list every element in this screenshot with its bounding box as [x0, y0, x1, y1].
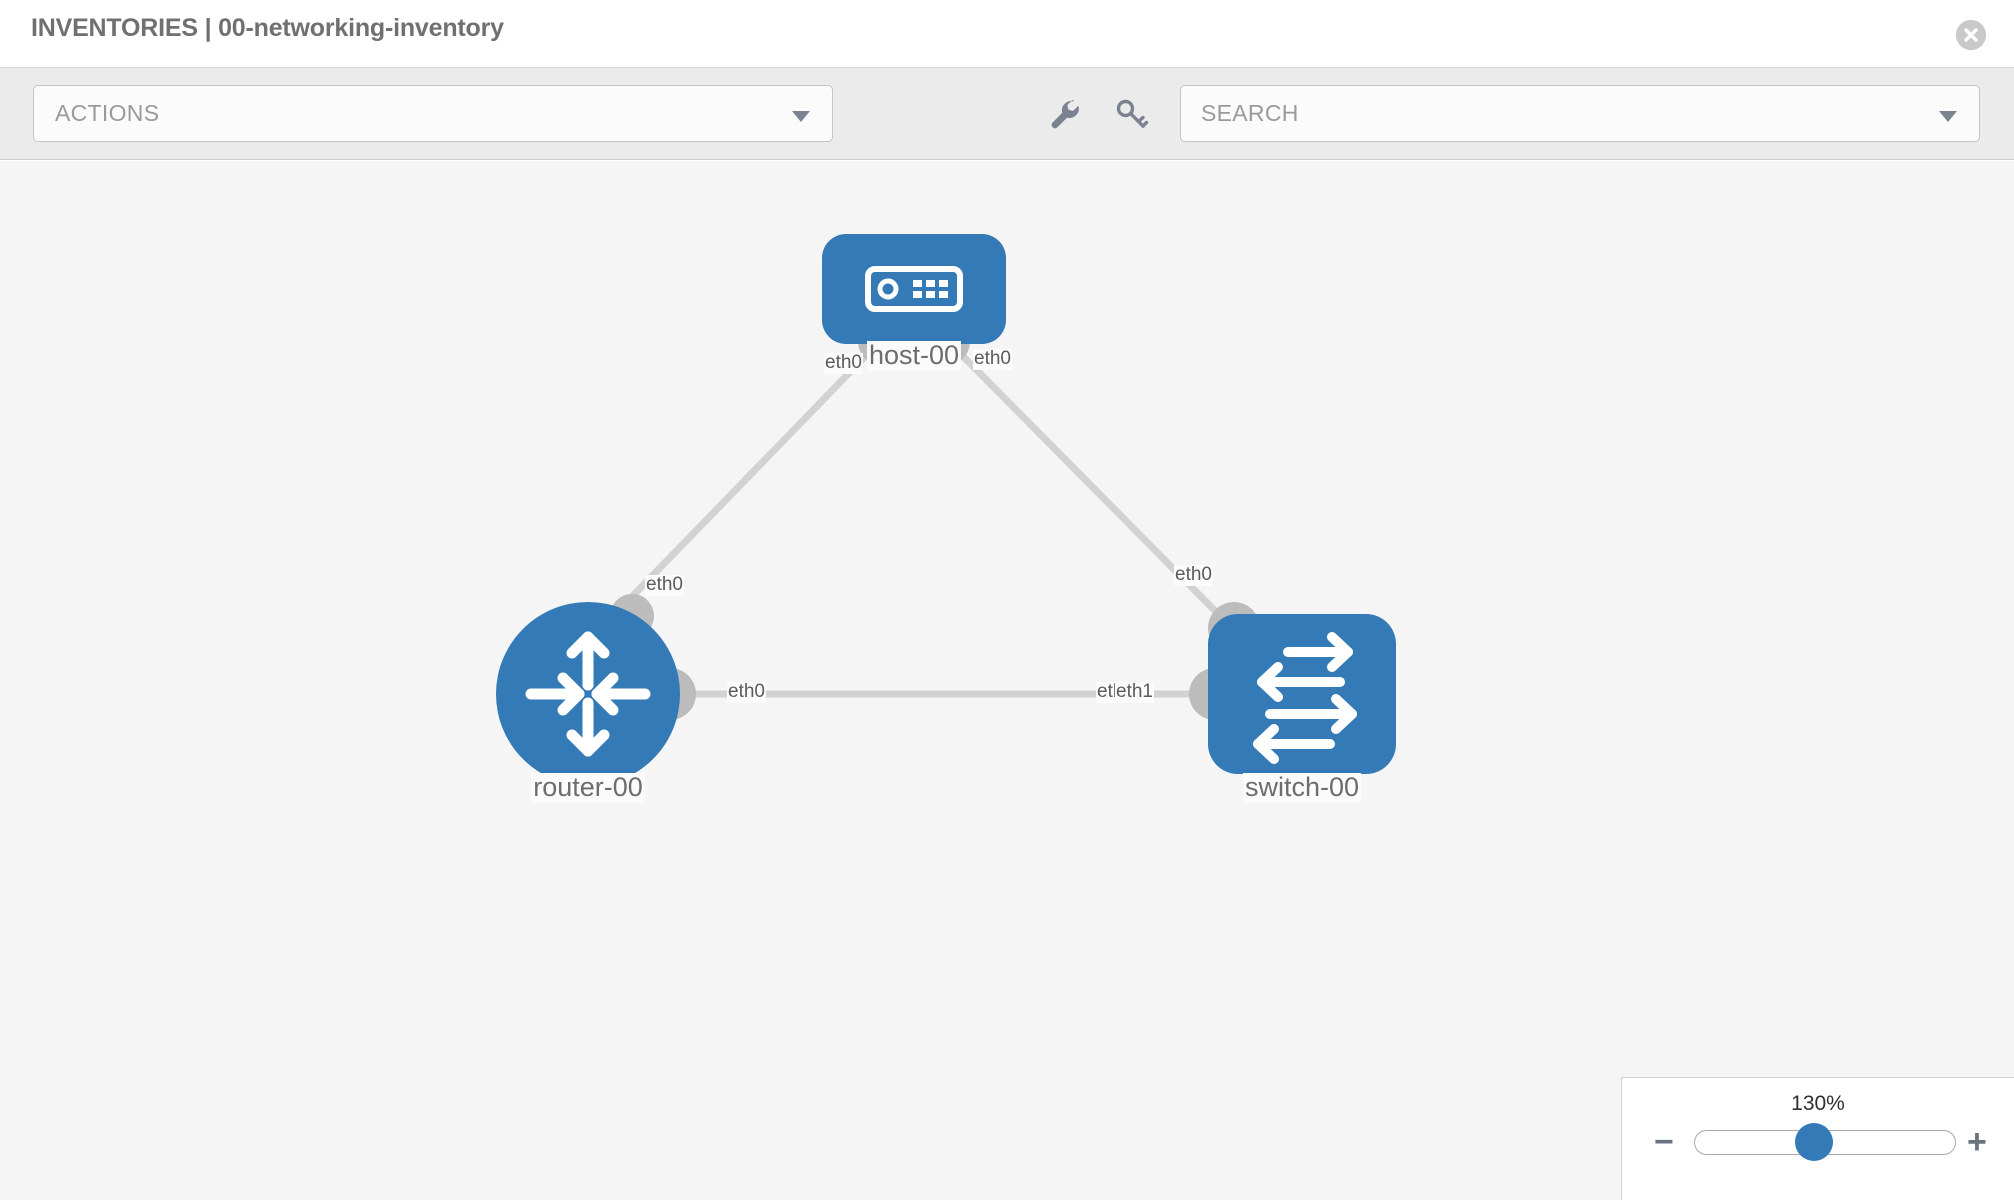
- switch-bidirectional-arrows-icon: [1253, 632, 1357, 764]
- zoom-out-button[interactable]: −: [1654, 1123, 1674, 1161]
- topology-canvas[interactable]: host-00 router-00 switch-00 eth0 eth0 et…: [0, 161, 2014, 1200]
- edge-label-host-switch-source: eth0: [973, 348, 1012, 370]
- wrench-icon[interactable]: [1045, 95, 1083, 133]
- page-titlebar: INVENTORIES | 00-networking-inventory: [0, 0, 2014, 68]
- edge-label-host-switch-target: eth0: [1174, 564, 1213, 586]
- topology-links: [617, 333, 1238, 698]
- server-appliance-icon: [865, 266, 963, 312]
- node-label-switch-00: switch-00: [1242, 772, 1362, 803]
- inventory-toolbar: ACTIONS SEARCH: [0, 68, 2014, 160]
- close-icon[interactable]: [1956, 20, 1986, 50]
- actions-dropdown[interactable]: ACTIONS: [33, 85, 833, 142]
- zoom-slider-thumb[interactable]: [1795, 1123, 1833, 1161]
- page-title: INVENTORIES | 00-networking-inventory: [31, 14, 504, 42]
- edge-label-host-router-target: eth0: [645, 574, 684, 596]
- actions-dropdown-label: ACTIONS: [55, 100, 160, 126]
- search-chevron-down-icon[interactable]: [1939, 111, 1957, 122]
- zoom-percent-label: 130%: [1791, 1092, 1845, 1115]
- edge-label-host-router-source: eth0: [824, 352, 863, 374]
- topology-graph: [496, 234, 1396, 786]
- chevron-down-icon: [792, 111, 810, 122]
- node-label-router-00: router-00: [531, 772, 645, 803]
- edge-label-router-switch-target: eth1: [1115, 681, 1154, 703]
- node-switch-00[interactable]: [1208, 614, 1396, 774]
- zoom-control-panel: 130% − +: [1621, 1077, 2014, 1200]
- link-host-switch[interactable]: [940, 333, 1238, 634]
- zoom-in-button[interactable]: +: [1967, 1123, 1987, 1161]
- link-host-router[interactable]: [617, 333, 888, 612]
- search-placeholder: SEARCH: [1201, 100, 1299, 126]
- key-icon[interactable]: [1112, 95, 1150, 133]
- node-label-host-00: host-00: [866, 340, 962, 371]
- node-host-00[interactable]: [822, 234, 1006, 344]
- router-four-arrows-icon: [525, 631, 651, 757]
- edge-label-router-switch-source: eth0: [727, 681, 766, 703]
- node-router-00[interactable]: [496, 602, 680, 786]
- search-input[interactable]: SEARCH: [1180, 85, 1980, 142]
